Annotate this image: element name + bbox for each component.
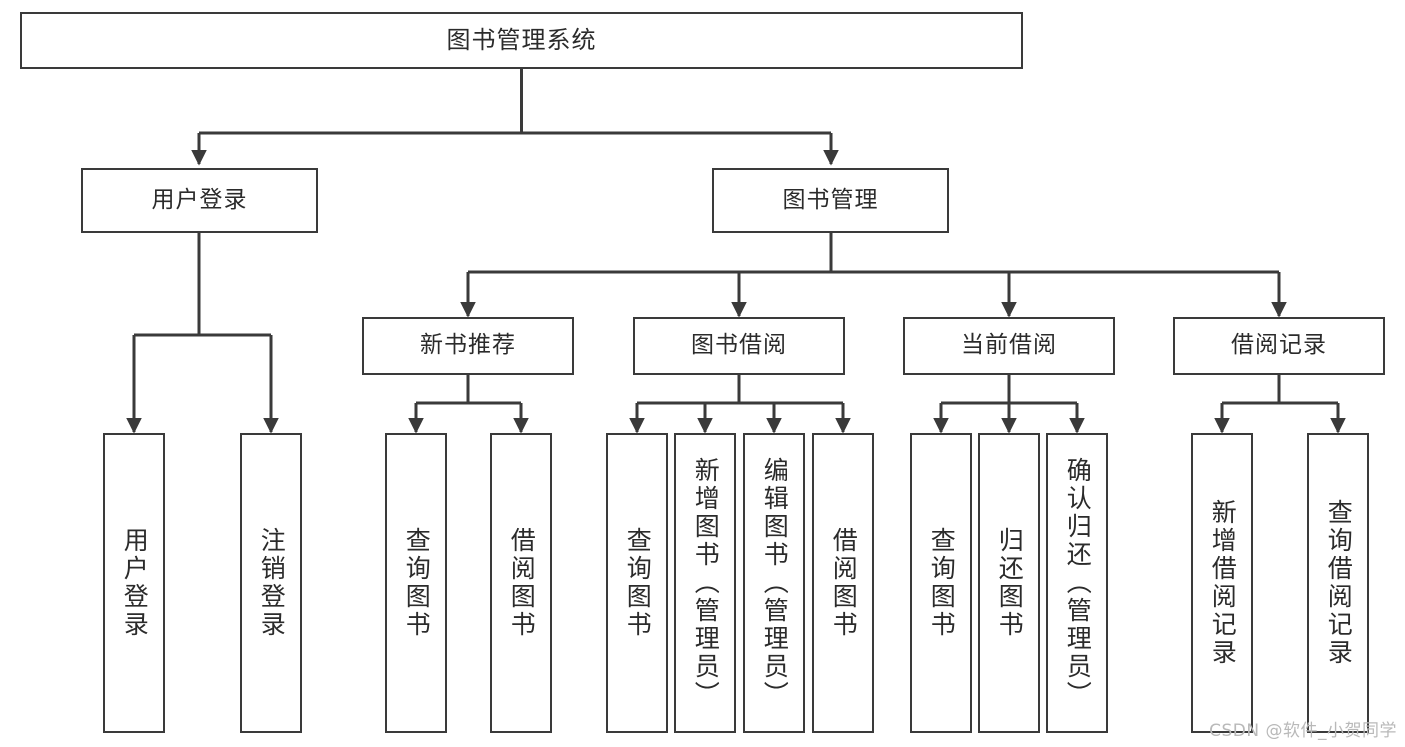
leaf-query-book-1[interactable]: 查询图书 [385,433,447,733]
node-book-borrow[interactable]: 图书借阅 [633,317,845,375]
leaf-query-record-label: 查询借阅记录 [1324,499,1354,667]
leaf-return-book[interactable]: 归还图书 [978,433,1040,733]
node-root-label: 图书管理系统 [446,26,597,55]
leaf-edit-book[interactable]: 编辑图书（管理员） [743,433,805,733]
watermark: CSDN @软件_小贺同学 [1209,721,1397,741]
leaf-borrow-book-1-label: 借阅图书 [507,527,537,639]
leaf-query-book-1-label: 查询图书 [402,527,432,639]
leaf-user-login-label: 用户登录 [120,527,150,639]
node-current-borrow-label: 当前借阅 [961,332,1057,359]
leaf-logout-label: 注销登录 [257,527,287,639]
leaf-add-book[interactable]: 新增图书（管理员） [674,433,736,733]
leaf-user-login[interactable]: 用户登录 [103,433,165,733]
node-new-book-recommend[interactable]: 新书推荐 [362,317,574,375]
leaf-edit-book-label: 编辑图书（管理员） [760,457,790,709]
leaf-add-record[interactable]: 新增借阅记录 [1191,433,1253,733]
node-borrow-record-label: 借阅记录 [1231,332,1327,359]
node-root[interactable]: 图书管理系统 [20,12,1023,69]
leaf-query-book-2-label: 查询图书 [623,527,653,639]
leaf-borrow-book-2[interactable]: 借阅图书 [812,433,874,733]
leaf-borrow-book-2-label: 借阅图书 [829,527,859,639]
node-book-borrow-label: 图书借阅 [691,332,787,359]
leaf-query-book-3-label: 查询图书 [927,527,957,639]
node-book-manage[interactable]: 图书管理 [712,168,949,233]
node-book-manage-label: 图书管理 [782,186,879,213]
leaf-query-book-3[interactable]: 查询图书 [910,433,972,733]
node-borrow-record[interactable]: 借阅记录 [1173,317,1385,375]
leaf-query-book-2[interactable]: 查询图书 [606,433,668,733]
leaf-confirm-return[interactable]: 确认归还（管理员） [1046,433,1108,733]
node-user-login-label: 用户登录 [151,186,248,213]
leaf-add-book-label: 新增图书（管理员） [691,457,721,709]
leaf-query-record[interactable]: 查询借阅记录 [1307,433,1369,733]
leaf-add-record-label: 新增借阅记录 [1208,499,1238,667]
leaf-return-book-label: 归还图书 [995,527,1025,639]
node-user-login[interactable]: 用户登录 [81,168,318,233]
node-new-book-recommend-label: 新书推荐 [420,332,516,359]
leaf-logout[interactable]: 注销登录 [240,433,302,733]
node-current-borrow[interactable]: 当前借阅 [903,317,1115,375]
leaf-confirm-return-label: 确认归还（管理员） [1063,457,1093,709]
leaf-borrow-book-1[interactable]: 借阅图书 [490,433,552,733]
